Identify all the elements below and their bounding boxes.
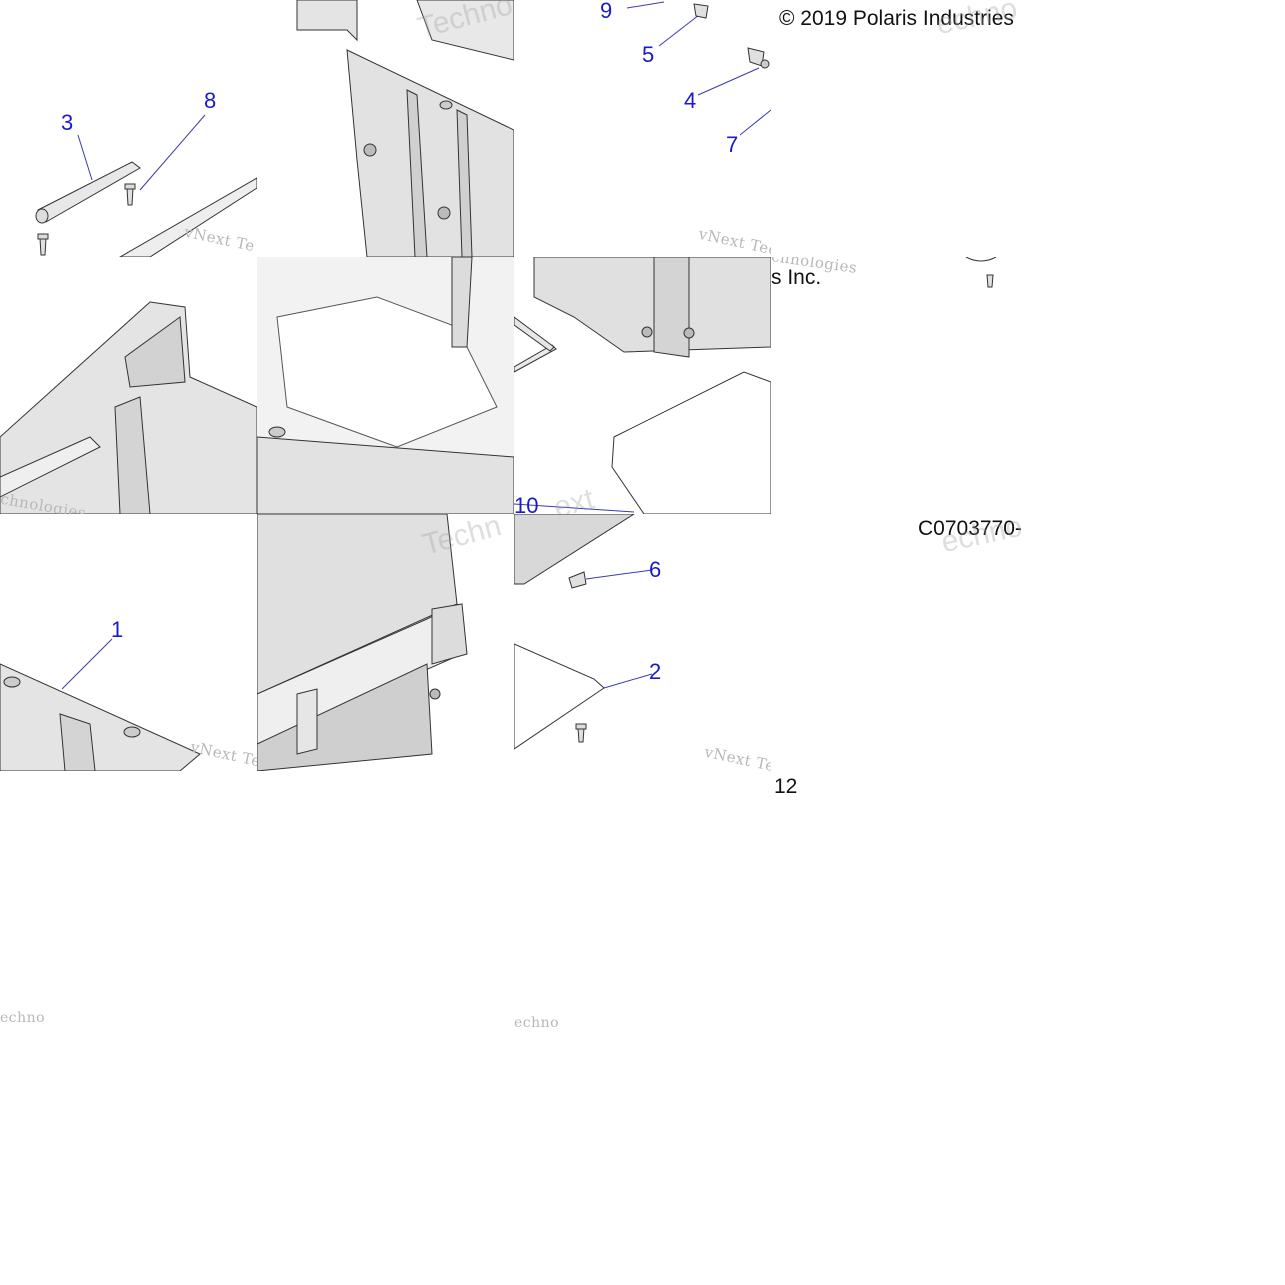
tile-copyright-tail: s Inc. chnologies bbox=[771, 257, 1028, 514]
skid-lower-drawing bbox=[514, 514, 653, 750]
callout-10[interactable]: 10 bbox=[514, 493, 539, 515]
drawing-code: C0703770- bbox=[918, 517, 1022, 540]
copyright-text: © 2019 Polaris Industries bbox=[779, 7, 1014, 30]
callout-4[interactable]: 4 bbox=[684, 88, 697, 113]
callout-9[interactable]: 9 bbox=[600, 0, 613, 23]
callout-1[interactable]: 1 bbox=[111, 617, 124, 642]
callout-2[interactable]: 2 bbox=[649, 659, 662, 684]
tile-box-front: 1 vNext Tec bbox=[0, 514, 257, 771]
tile-box-side: chnologies bbox=[0, 257, 257, 514]
callout-6[interactable]: 6 bbox=[649, 557, 662, 582]
callout-5[interactable]: 5 bbox=[642, 42, 655, 67]
tile-box-corner-lower: Techn bbox=[257, 514, 514, 771]
pin-bolt-drawing bbox=[35, 114, 257, 257]
callout-8[interactable]: 8 bbox=[204, 88, 217, 113]
callout-3[interactable]: 3 bbox=[61, 110, 74, 135]
copyright-tail: s Inc. bbox=[771, 266, 822, 289]
hardware-drawing bbox=[626, 1, 771, 136]
skid-upper-drawing bbox=[514, 257, 771, 514]
tile-box-corner-top: Techno bbox=[257, 0, 514, 257]
tile-skid-lower: 6 2 vNext Te bbox=[514, 514, 771, 771]
watermark: echno bbox=[0, 1010, 46, 1026]
box-front-drawing bbox=[0, 638, 201, 771]
page-fragment: 12 bbox=[774, 775, 798, 798]
box-floor-drawing bbox=[257, 257, 514, 514]
tile-box-floor bbox=[257, 257, 514, 514]
tile-hardware: 9 5 4 7 vNext Tec bbox=[514, 0, 771, 257]
tile-pin-and-bolt: 3 8 vNext Te bbox=[0, 0, 257, 257]
box-side-drawing bbox=[0, 301, 257, 514]
box-corner-lower-drawing bbox=[257, 514, 468, 771]
tile-drawing-code: C0703770- echno bbox=[771, 514, 1028, 771]
watermark: echno bbox=[514, 1015, 560, 1031]
box-corner-drawing bbox=[296, 0, 514, 257]
callout-7[interactable]: 7 bbox=[726, 132, 739, 157]
small-bolt bbox=[965, 257, 997, 288]
tile-skid-upper: 10 ext bbox=[514, 257, 771, 514]
tile-copyright: © 2019 Polaris Industries echno bbox=[771, 0, 1028, 257]
watermark: echno bbox=[933, 0, 1021, 42]
